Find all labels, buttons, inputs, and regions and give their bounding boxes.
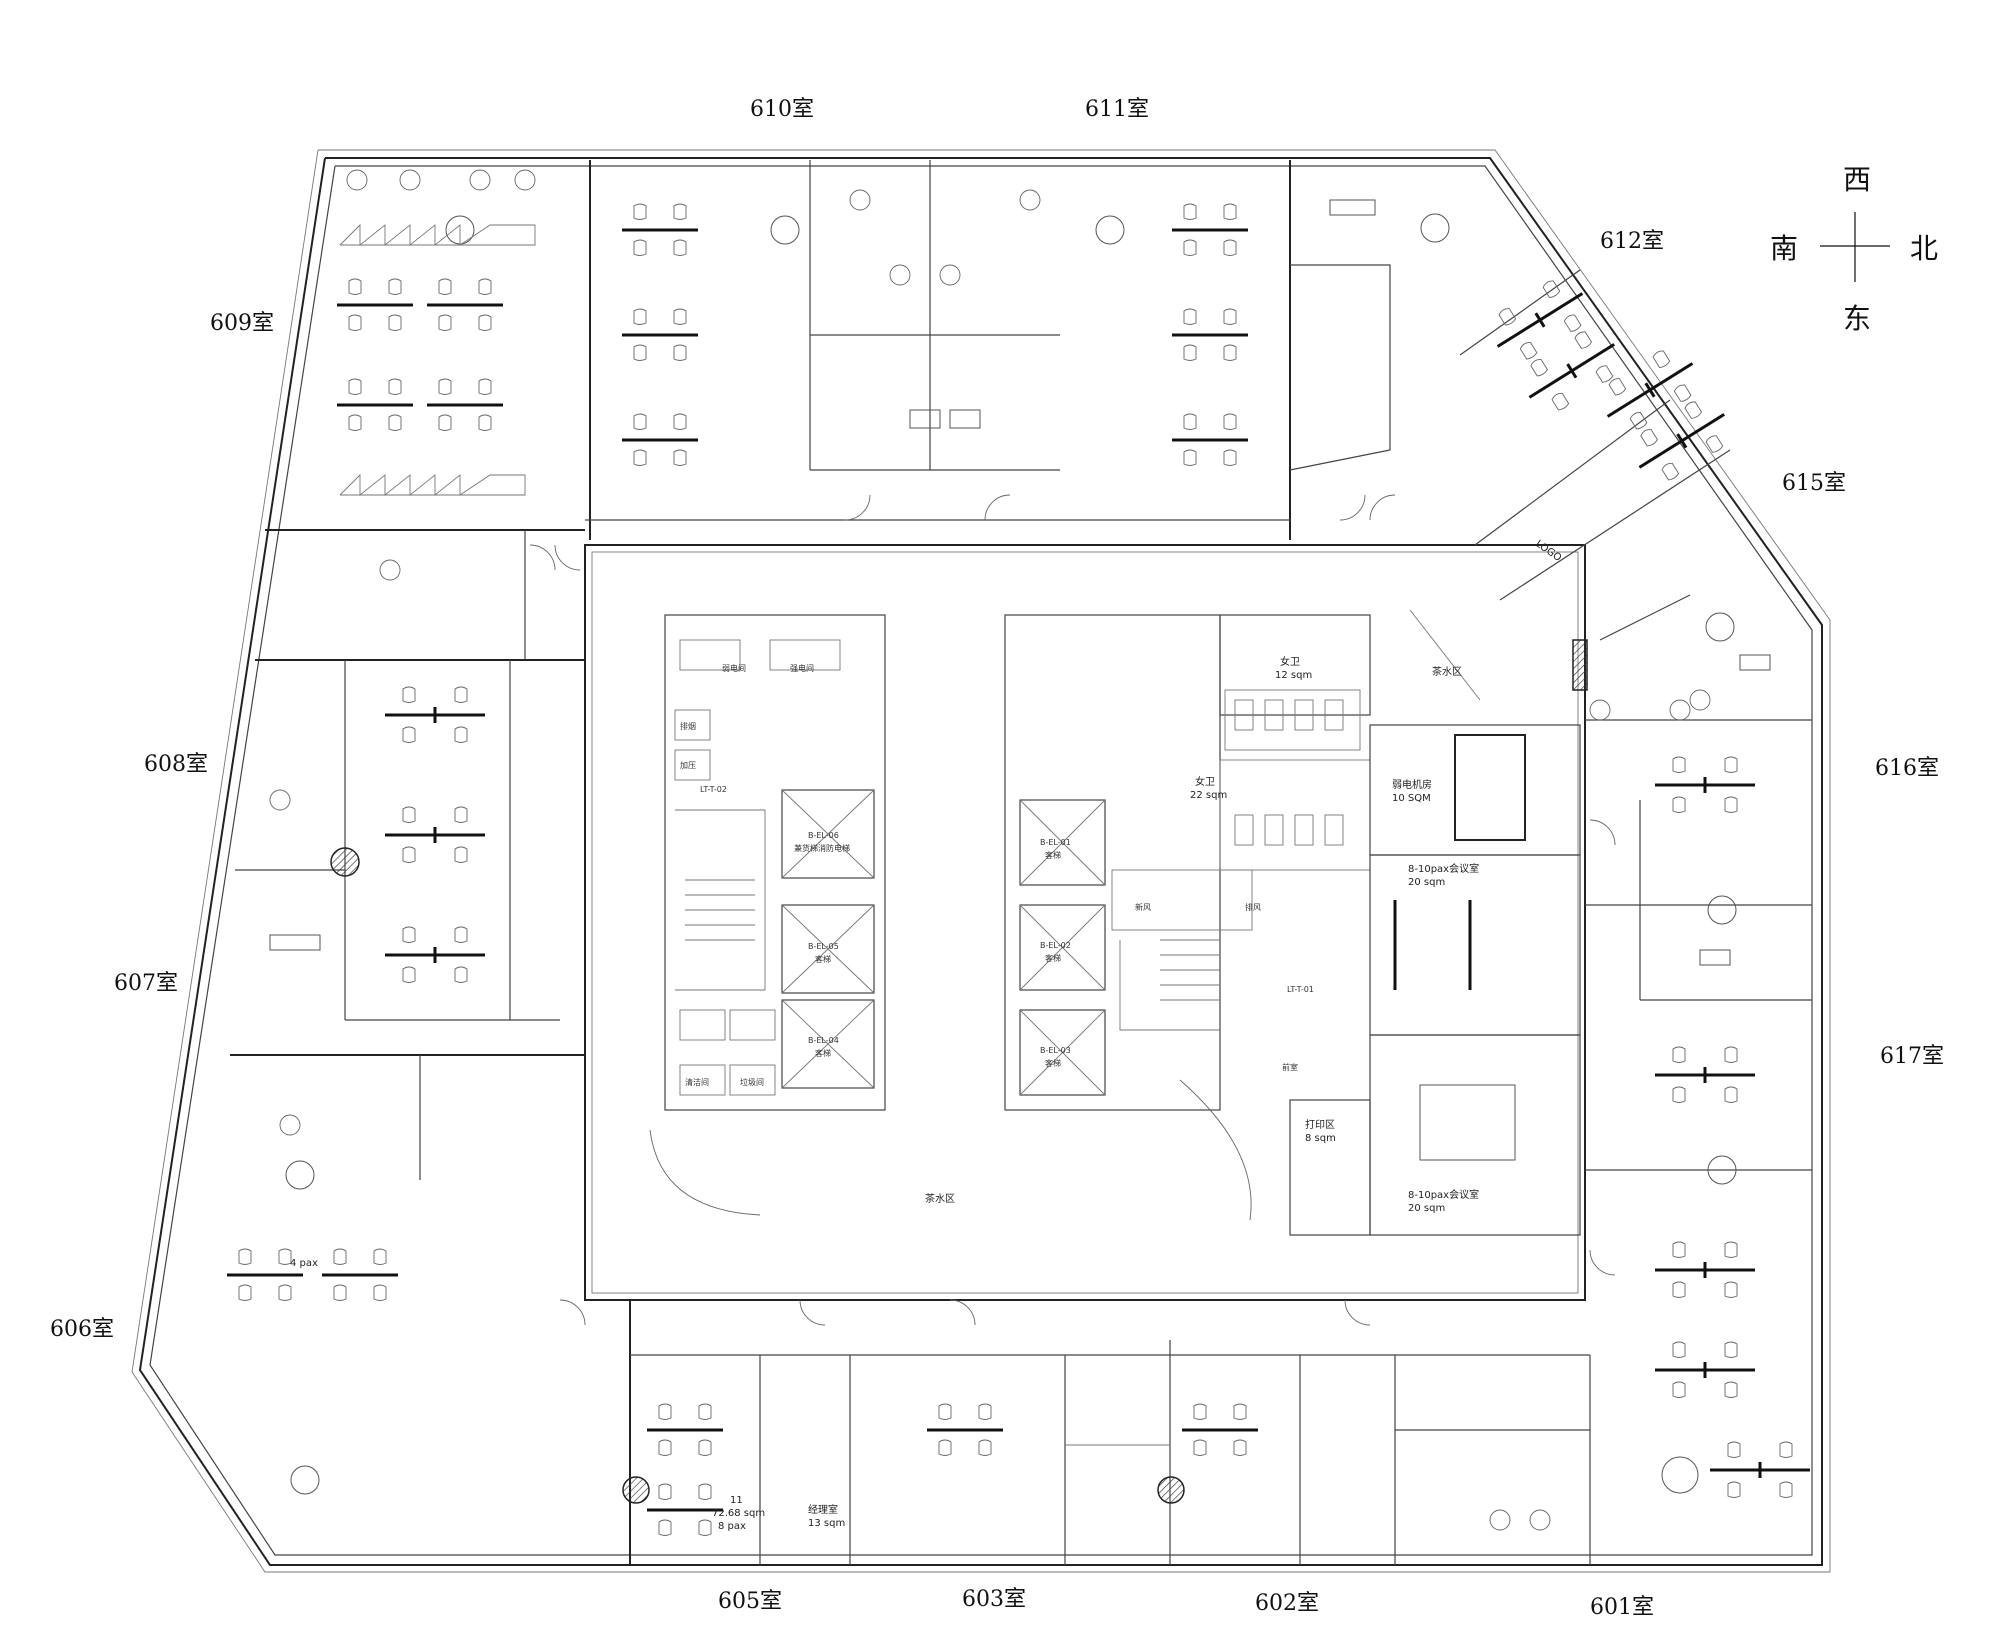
women-wc-area: 12 sqm <box>1275 670 1312 681</box>
partitions <box>230 160 1812 1565</box>
room-label-601: 601室 <box>1590 1595 1654 1620</box>
room-label-607: 607室 <box>114 971 178 996</box>
weak-room-area: 10 SQM <box>1392 793 1431 804</box>
lift-02-type: 客梯 <box>1045 953 1061 963</box>
men-wc-label: 女卫 <box>1195 775 1215 788</box>
exhaust-label: 排风 <box>1245 902 1261 912</box>
doors <box>529 494 1616 1326</box>
outer-wall <box>131 149 1831 1573</box>
fresh-air-label: 新风 <box>1135 902 1151 912</box>
meeting-1-label: 8-10pax会议室 <box>1408 862 1479 875</box>
room-11-pax: 8 pax <box>718 1521 746 1532</box>
lift-03-type: 客梯 <box>1045 1058 1061 1068</box>
room-label-608: 608室 <box>144 752 208 777</box>
room-label-602: 602室 <box>1255 1591 1319 1616</box>
compass: 西 南 北 东 <box>1770 163 1938 335</box>
lt-t-01-label: LT-T-01 <box>1287 985 1314 994</box>
smoke-exhaust-label: 排烟 <box>680 721 696 731</box>
room-label-612: 612室 <box>1600 229 1664 254</box>
room-label-615: 615室 <box>1782 471 1846 496</box>
lift-03-code: B-EL-03 <box>1040 1046 1071 1055</box>
room-label-617: 617室 <box>1880 1044 1944 1069</box>
compass-north: 北 <box>1910 232 1938 265</box>
lift-01-code: B-EL-01 <box>1040 838 1071 847</box>
lift-01-type: 客梯 <box>1045 850 1061 860</box>
structural-columns <box>330 639 1588 1504</box>
compass-west: 西 <box>1843 163 1871 196</box>
lift-05-code: B-EL-05 <box>808 942 839 951</box>
logo-label: LOGO <box>1533 538 1563 564</box>
room-11-area: 72.68 sqm <box>712 1508 765 1519</box>
manager-room-label: 经理室 <box>808 1503 838 1516</box>
front-room-label: 前室 <box>1282 1062 1298 1072</box>
room-labels: 610室 611室 612室 615室 616室 617室 609室 608室 … <box>50 97 1944 1620</box>
print-area-label: 打印区 <box>1305 1118 1335 1131</box>
men-wc-area: 22 sqm <box>1190 790 1227 801</box>
print-area-size: 8 sqm <box>1305 1133 1336 1144</box>
compass-south: 南 <box>1770 232 1798 265</box>
room-label-609: 609室 <box>210 311 274 336</box>
weak-elec-label: 弱电间 <box>722 663 746 673</box>
women-wc-label: 女卫 <box>1280 655 1300 668</box>
meeting-2-label: 8-10pax会议室 <box>1408 1188 1479 1201</box>
meeting-1-area: 20 sqm <box>1408 877 1445 888</box>
pantry-ne-label: 茶水区 <box>1432 665 1462 678</box>
room-label-610: 610室 <box>750 97 814 122</box>
room-label-603: 603室 <box>962 1587 1026 1612</box>
lift-04-type: 客梯 <box>815 1048 831 1058</box>
strong-elec-label: 强电间 <box>790 663 814 673</box>
room-11-label: 11 <box>730 1495 743 1506</box>
four-pax-label: 4 pax <box>290 1258 318 1269</box>
fire-lift-code: B-EL-06 <box>808 831 839 840</box>
weak-room-label: 弱电机房 <box>1392 778 1432 791</box>
refuse-label: 垃圾间 <box>740 1077 764 1087</box>
room-label-611: 611室 <box>1085 97 1149 122</box>
workstations <box>227 169 1810 1536</box>
fire-lift-desc: 兼货梯消防电梯 <box>794 843 850 853</box>
lift-05-type: 客梯 <box>815 954 831 964</box>
core-block <box>584 544 1586 1301</box>
lift-04-code: B-EL-04 <box>808 1036 839 1045</box>
room-label-616: 616室 <box>1875 756 1939 781</box>
manager-room-area: 13 sqm <box>808 1518 845 1529</box>
meeting-2-area: 20 sqm <box>1408 1203 1445 1214</box>
pantry-core-label: 茶水区 <box>925 1192 955 1205</box>
room-label-605: 605室 <box>718 1589 782 1614</box>
lt-t-02-label: LT-T-02 <box>700 785 727 794</box>
room-label-606: 606室 <box>50 1317 114 1342</box>
cleaning-label: 清洁间 <box>685 1077 709 1087</box>
compass-east: 东 <box>1843 302 1871 335</box>
lift-02-code: B-EL-02 <box>1040 941 1071 950</box>
pressurize-label: 加压 <box>680 760 696 770</box>
